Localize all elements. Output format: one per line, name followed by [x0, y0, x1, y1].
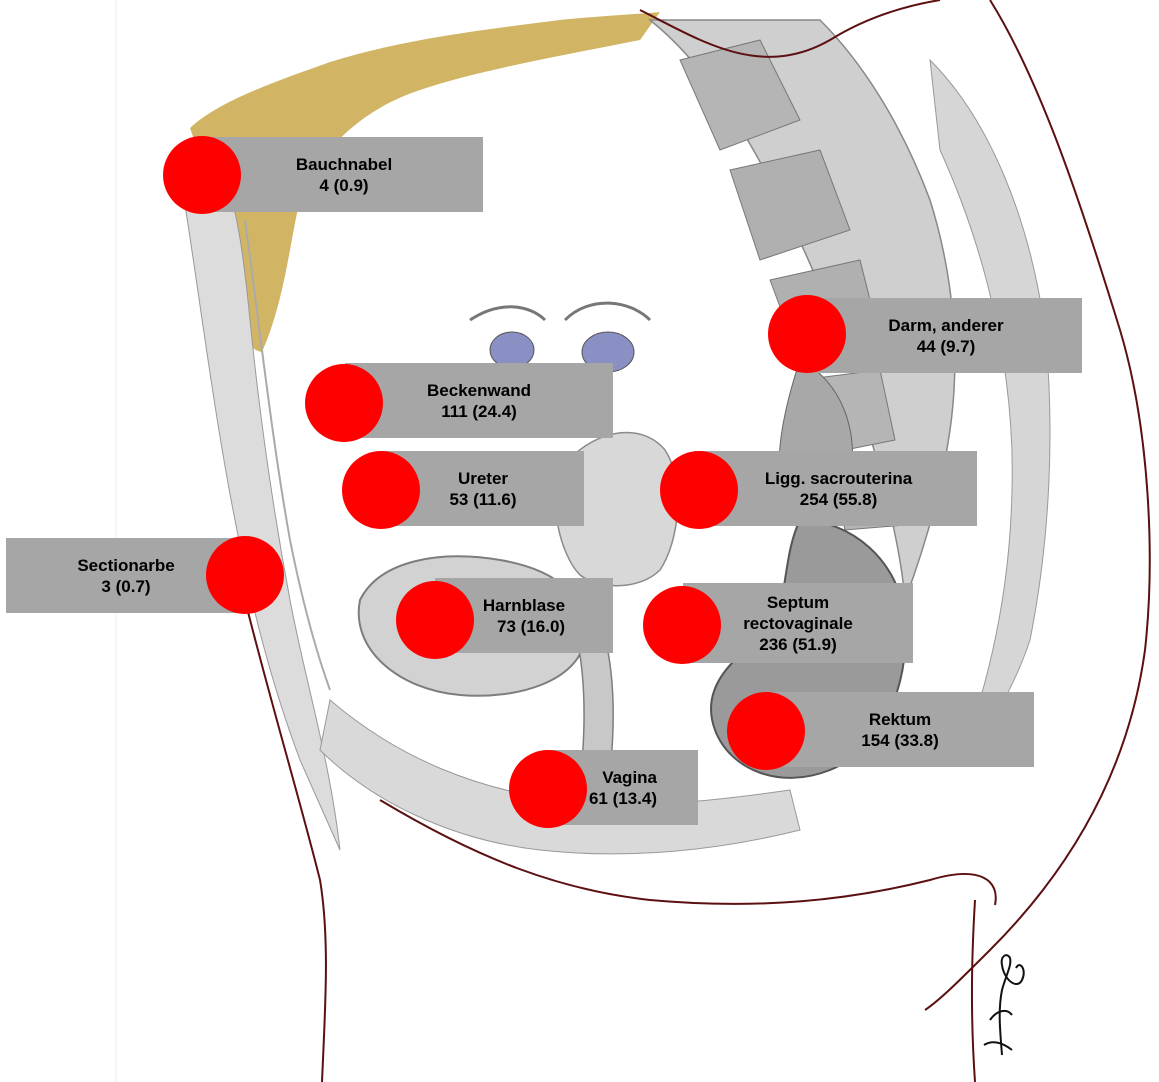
site-value: 44 (9.7) [888, 336, 1003, 357]
marker-septum-rectovaginale [643, 586, 721, 664]
marker-harnblase [396, 581, 474, 659]
site-name: Ligg. sacrouterina [765, 468, 912, 489]
marker-sectionarbe [206, 536, 284, 614]
site-name: Harnblase [483, 595, 565, 616]
site-name-line-1: Septum [743, 592, 853, 613]
site-value: 73 (16.0) [483, 616, 565, 637]
artist-signature [972, 950, 1032, 1060]
marker-darm-anderer [768, 295, 846, 373]
marker-rektum [727, 692, 805, 770]
site-name: Sectionarbe [77, 555, 174, 576]
marker-ligg-sacrouterina [660, 451, 738, 529]
site-name-line-2: rectovaginale [743, 613, 853, 634]
site-name: Bauchnabel [296, 154, 392, 175]
site-name: Rektum [861, 709, 939, 730]
site-value: 254 (55.8) [765, 489, 912, 510]
site-name: Vagina [589, 767, 657, 788]
marker-beckenwand [305, 364, 383, 442]
marker-ureter [342, 451, 420, 529]
marker-vagina [509, 750, 587, 828]
site-value: 3 (0.7) [77, 576, 174, 597]
marker-bauchnabel [163, 136, 241, 214]
site-value: 236 (51.9) [743, 634, 853, 655]
site-value: 4 (0.9) [296, 175, 392, 196]
site-value: 61 (13.4) [589, 788, 657, 809]
site-name: Darm, anderer [888, 315, 1003, 336]
site-name: Beckenwand [427, 380, 531, 401]
site-value: 154 (33.8) [861, 730, 939, 751]
site-name: Ureter [449, 468, 516, 489]
site-value: 111 (24.4) [427, 401, 531, 422]
site-value: 53 (11.6) [449, 489, 516, 510]
